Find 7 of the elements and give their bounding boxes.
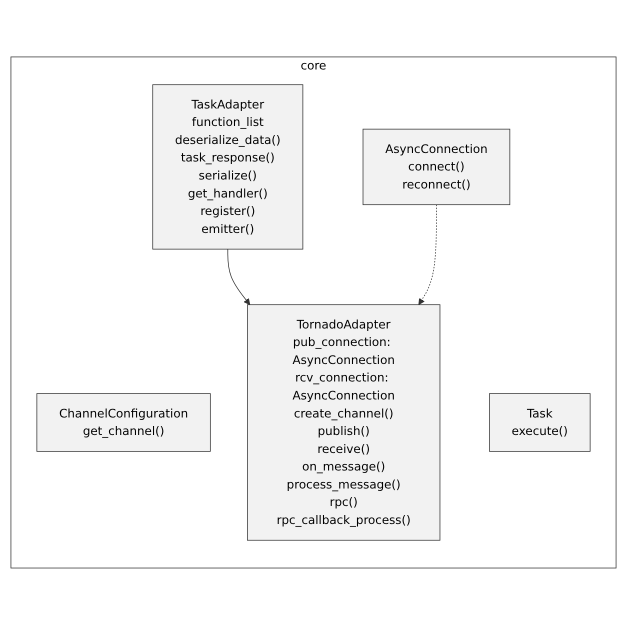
node-box: TaskAdapter function_list deserialize_data() task_response() serialize() get_handler() register() emitter() bbox=[152, 84, 304, 250]
node-box: TornadoAdapter pub_connection: AsyncConnection rcv_connection: AsyncConnection create_channel() publish() receive() on_message() process_message() rpc() rpc_callback_process() bbox=[247, 304, 440, 541]
arrow bbox=[227, 248, 250, 305]
node-box: ChannelConfiguration get_channel() bbox=[36, 393, 211, 452]
node-box: AsyncConnection connect() reconnect() bbox=[362, 128, 510, 206]
node-box: Task execute() bbox=[489, 393, 590, 452]
arrow bbox=[418, 204, 437, 305]
